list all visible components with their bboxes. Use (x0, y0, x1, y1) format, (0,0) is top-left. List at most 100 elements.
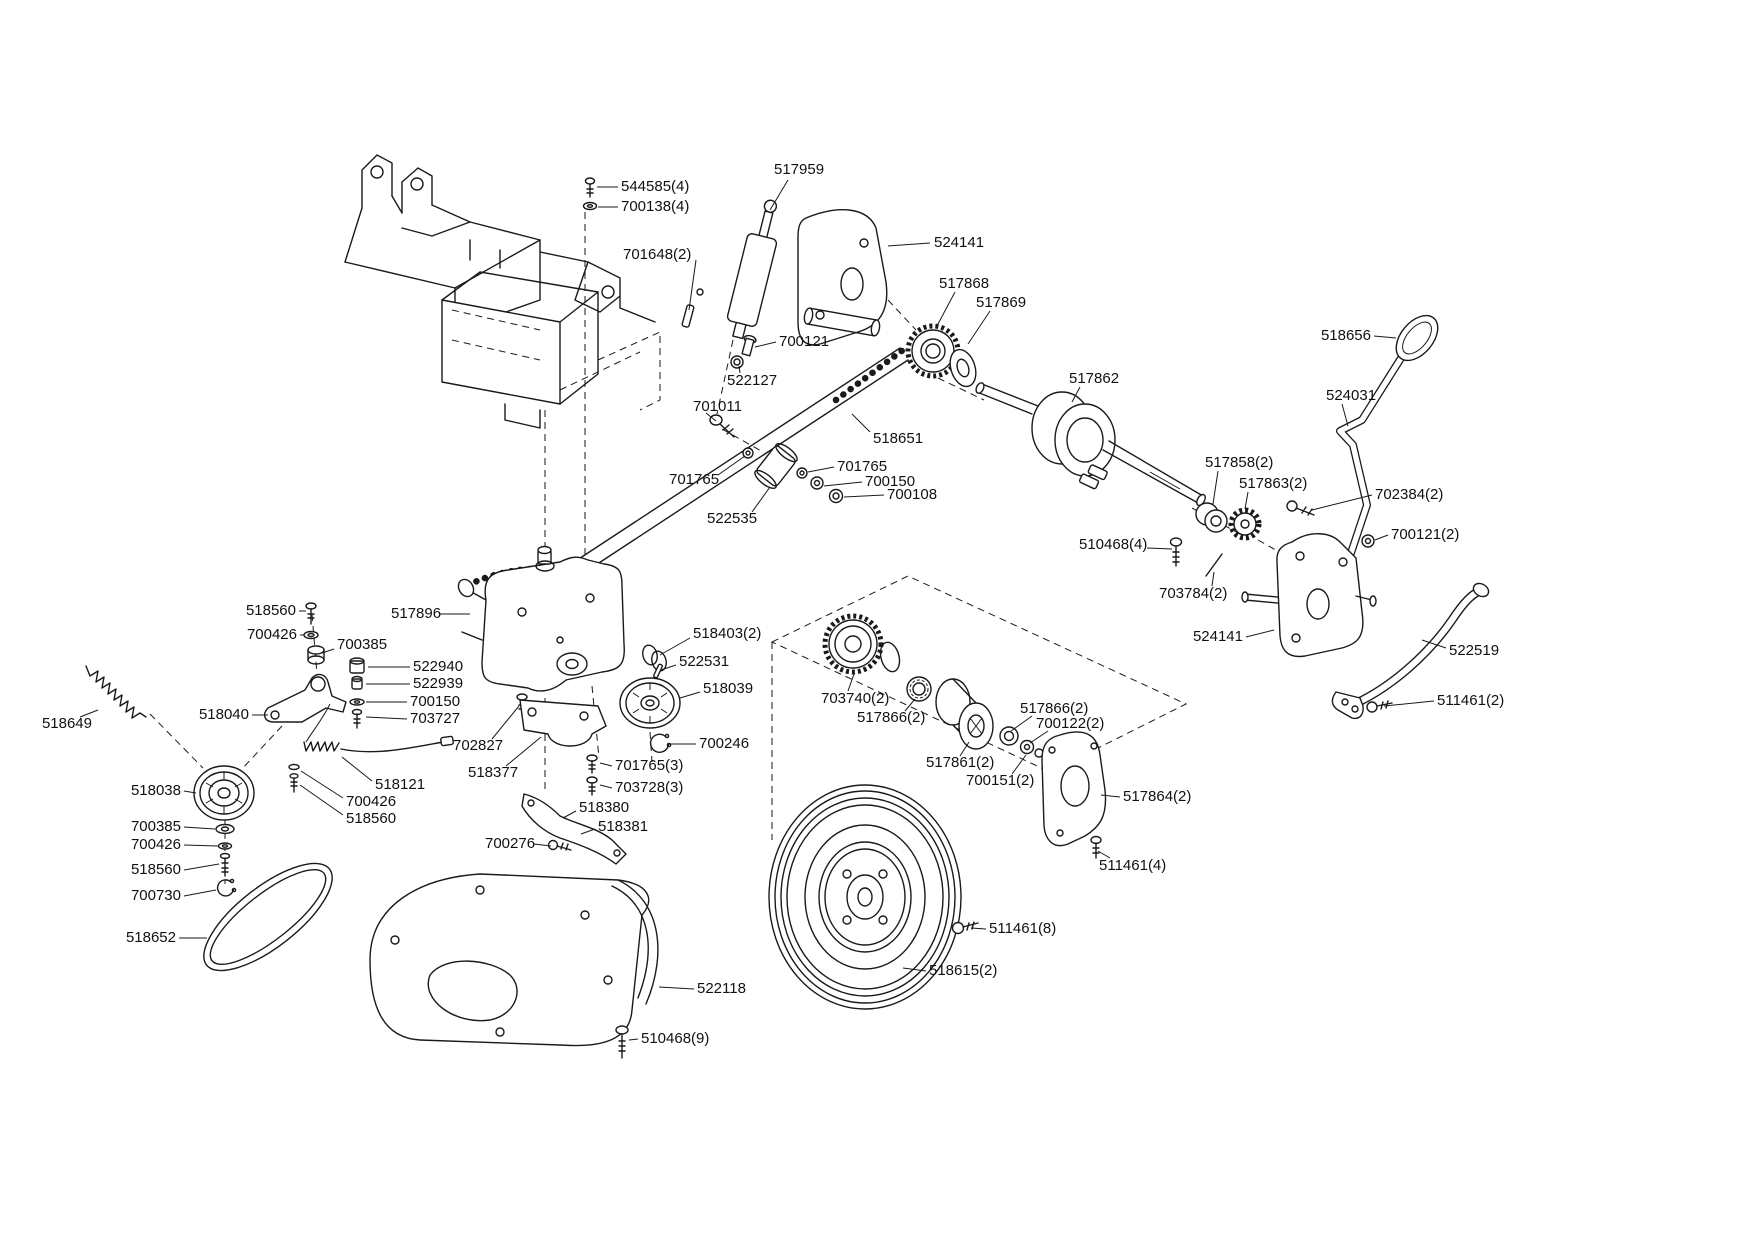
part-label-700385: 700385 (130, 818, 181, 835)
part-label-518038: 518038 (130, 782, 181, 799)
leader-line-518381 (581, 829, 595, 834)
part-label-518649: 518649 (41, 715, 92, 732)
chassis-outline (345, 155, 660, 428)
leader-line-703740(2) (848, 674, 854, 691)
screw-518560-mid (290, 774, 298, 792)
part-label-700121: 700121 (779, 333, 830, 350)
leader-line-700108 (844, 495, 884, 497)
part-label-524141: 524141 (1192, 628, 1243, 645)
leader-line-701011 (706, 413, 716, 421)
leader-line-700151(2) (1012, 755, 1026, 774)
leader-line-517864(2) (1101, 795, 1120, 797)
mount-plate-upper (798, 210, 887, 345)
part-label-701765: 701765 (669, 471, 720, 488)
part-label-518560: 518560 (130, 861, 181, 878)
leader-line-701765(3) (600, 763, 612, 766)
washer-701765-right (797, 468, 807, 478)
part-label-518560: 518560 (245, 602, 296, 619)
part-label-700426: 700426 (246, 626, 297, 643)
wheel-tire (769, 785, 961, 1009)
leader-line-700385 (184, 827, 215, 829)
hub-517861 (936, 679, 993, 749)
part-label-511461(4): 511461(4) (1099, 857, 1167, 874)
part-label-701648(2): 701648(2) (623, 246, 692, 263)
bolt-510468-9 (616, 1026, 628, 1058)
part-label-510468(4): 510468(4) (1079, 536, 1148, 553)
leader-line-518615(2) (903, 968, 926, 971)
ring-518403 (641, 644, 669, 673)
cable-518121 (304, 704, 453, 752)
leader-line-517863(2) (1245, 492, 1248, 509)
part-label-517861(2): 517861(2) (926, 754, 995, 771)
part-label-518039: 518039 (703, 680, 754, 697)
screw-701765-3 (587, 755, 597, 773)
leader-line-700276 (534, 844, 551, 846)
part-label-700121(2): 700121(2) (1391, 526, 1460, 543)
part-label-703784(2): 703784(2) (1159, 585, 1228, 602)
part-label-700276: 700276 (485, 835, 536, 852)
part-label-700150: 700150 (410, 693, 461, 710)
part-label-703740(2): 703740(2) (821, 690, 890, 707)
bolt-700276 (549, 841, 572, 851)
part-label-701765(3): 701765(3) (615, 757, 684, 774)
part-label-517863(2): 517863(2) (1239, 475, 1308, 492)
bearing-517866 (907, 677, 931, 701)
leader-line-700385 (322, 649, 334, 653)
part-label-524031: 524031 (1326, 387, 1377, 404)
part-label-522519: 522519 (1449, 642, 1500, 659)
leader-line-524141 (888, 243, 930, 246)
thrust-washer (946, 346, 981, 390)
part-label-701765: 701765 (837, 458, 888, 475)
nut-700121-2 (1362, 535, 1374, 547)
part-label-518615(2): 518615(2) (929, 962, 998, 979)
screw-518560-stack (221, 854, 230, 877)
leader-line-700426 (184, 845, 218, 846)
leader-line-518380 (563, 811, 576, 818)
part-label-700150: 700150 (865, 473, 916, 490)
part-label-511461(2): 511461(2) (1437, 692, 1505, 709)
bushing-700385-stack (216, 825, 234, 834)
tension-spring (86, 666, 146, 718)
part-label-517862: 517862 (1069, 370, 1120, 387)
part-label-518377: 518377 (468, 764, 519, 781)
leader-line-518651 (852, 414, 870, 432)
snap-ring-700246 (651, 734, 671, 752)
leader-line-517866(2) (905, 699, 915, 711)
part-label-518656: 518656 (1320, 327, 1371, 344)
part-label-518651: 518651 (873, 430, 924, 447)
part-label-517896: 517896 (391, 605, 442, 622)
part-label-517959: 517959 (774, 161, 825, 178)
leader-line-524141 (1246, 630, 1274, 637)
part-label-517869: 517869 (976, 294, 1027, 311)
part-label-518560: 518560 (346, 810, 397, 827)
part-label-517866(2): 517866(2) (1020, 700, 1089, 717)
hub-522535 (752, 441, 800, 492)
part-label-700151(2): 700151(2) (966, 772, 1035, 789)
leader-line-518121 (342, 757, 372, 781)
part-label-511461(8): 511461(8) (989, 920, 1057, 937)
washer-700150-upper (811, 477, 823, 489)
pin-522531 (653, 664, 663, 678)
bracket-518377 (520, 700, 606, 746)
part-label-522118: 522118 (697, 980, 746, 997)
part-label-522940: 522940 (413, 658, 464, 675)
leader-line-702384(2) (1312, 495, 1372, 510)
snap-ring-700730 (218, 879, 236, 895)
part-label-518381: 518381 (598, 818, 649, 835)
gearbox (455, 547, 624, 691)
handle-tube (1332, 581, 1491, 719)
leader-line-701648(2) (689, 260, 696, 310)
leader-lines (80, 180, 1446, 1040)
leader-line-702827 (492, 706, 519, 739)
leader-line-700426 (301, 771, 343, 798)
vent-522940 (350, 658, 364, 673)
bolt-702384 (1287, 501, 1314, 515)
leader-line-522118 (659, 987, 694, 989)
leader-line-518649 (80, 710, 98, 717)
leader-line-517858(2) (1213, 471, 1218, 504)
leader-line-517868 (938, 292, 955, 324)
part-label-702384(2): 702384(2) (1375, 486, 1444, 503)
washer-700138 (584, 203, 597, 210)
leader-line-703727 (366, 717, 407, 719)
leader-line-703728(3) (600, 785, 612, 788)
